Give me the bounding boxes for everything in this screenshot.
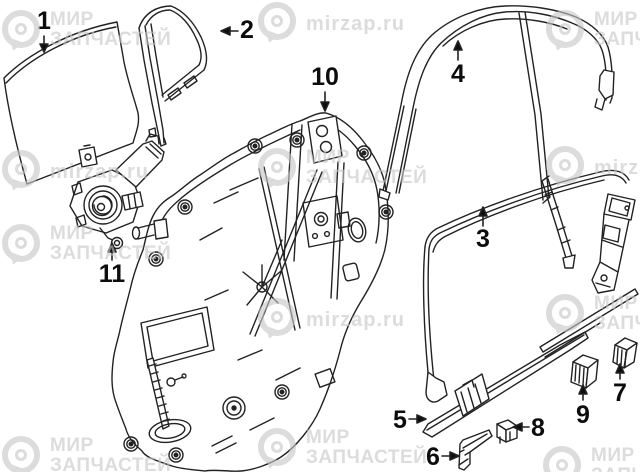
molding-end-bracket[interactable] bbox=[458, 429, 493, 471]
clip-7[interactable] bbox=[612, 337, 638, 369]
callout-8[interactable]: 8 bbox=[531, 414, 545, 442]
callout-10[interactable]: 10 bbox=[311, 63, 339, 91]
clip-8[interactable] bbox=[496, 419, 518, 444]
callout-6[interactable]: 6 bbox=[426, 443, 440, 471]
door-glass[interactable] bbox=[3, 21, 140, 185]
clip-9[interactable] bbox=[570, 354, 599, 389]
callout-11[interactable]: 11 bbox=[98, 260, 126, 288]
callout-5[interactable]: 5 bbox=[393, 406, 407, 434]
upper-weatherstrip[interactable] bbox=[378, 5, 615, 204]
callout-3[interactable]: 3 bbox=[476, 225, 490, 253]
callout-arrows bbox=[39, 26, 625, 461]
callout-1[interactable]: 1 bbox=[37, 7, 51, 35]
callout-2[interactable]: 2 bbox=[240, 16, 254, 44]
panel-bushings bbox=[123, 132, 394, 463]
window-sash-frame[interactable] bbox=[138, 5, 208, 147]
callout-4[interactable]: 4 bbox=[451, 60, 465, 88]
callout-9[interactable]: 9 bbox=[576, 401, 590, 429]
window-motor[interactable] bbox=[69, 133, 165, 250]
callout-7[interactable]: 7 bbox=[613, 379, 627, 407]
door-module-panel[interactable] bbox=[111, 112, 394, 472]
belt-molding[interactable] bbox=[422, 288, 639, 438]
glass-run-channel[interactable] bbox=[422, 169, 636, 403]
